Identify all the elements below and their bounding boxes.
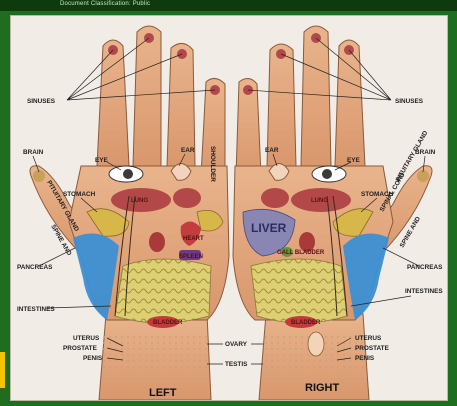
label-gall-bladder: GALL BLADDER — [277, 250, 325, 256]
label-brain-right: BRAIN — [415, 149, 436, 156]
label-lung-right: LUNG — [311, 198, 328, 204]
yellow-edge-marker — [0, 352, 5, 388]
label-ear-right: EAR — [265, 147, 279, 154]
label-stomach-left: STOMACH — [63, 191, 96, 198]
label-prostate-left: PROSTATE — [63, 345, 98, 352]
label-heart: HEART — [183, 236, 204, 242]
label-eye-right: EYE — [347, 157, 361, 164]
leader-lines — [32, 37, 426, 365]
label-penis-left: PENIS — [83, 355, 103, 362]
label-stomach-right: STOMACH — [361, 191, 394, 198]
label-bladder-right: BLADDER — [291, 320, 321, 326]
top-strip — [0, 0, 457, 11]
label-intestines-left: INTESTINES — [17, 306, 55, 313]
label-penis-right: PENIS — [355, 355, 375, 362]
label-sinuses-right: SINUSES — [395, 98, 424, 105]
label-left-hand: LEFT — [149, 387, 177, 399]
left-hand — [29, 25, 230, 400]
label-prostate-right: PROSTATE — [355, 345, 390, 352]
reflexology-poster: SINUSES SINUSES BRAIN BRAIN EYE EAR EAR … — [10, 15, 448, 401]
label-pancreas-right: PANCREAS — [407, 264, 443, 271]
label-lung-left: LUNG — [131, 198, 148, 204]
label-spleen: SPLEEN — [179, 254, 203, 260]
label-eye-left: EYE — [95, 157, 109, 164]
document-classification-label: Document Classification: Public — [60, 1, 151, 7]
label-pancreas-left: PANCREAS — [17, 264, 53, 271]
label-testis: TESTIS — [225, 361, 248, 368]
hand-reflexology-chart: SINUSES SINUSES BRAIN BRAIN EYE EAR EAR … — [17, 25, 443, 400]
label-liver: LIVER — [251, 221, 287, 235]
label-bladder-left: BLADDER — [153, 320, 183, 326]
label-uterus-right: UTERUS — [355, 335, 382, 342]
label-right-hand: RIGHT — [305, 382, 340, 394]
label-intestines-right: INTESTINES — [405, 288, 443, 295]
label-shoulder: SHOULDER — [209, 146, 216, 182]
label-sinuses-left: SINUSES — [27, 98, 56, 105]
label-ovary: OVARY — [225, 341, 248, 348]
label-uterus-left: UTERUS — [73, 335, 100, 342]
right-hand — [232, 25, 433, 400]
label-brain-left: BRAIN — [23, 149, 44, 156]
label-ear-left: EAR — [181, 147, 195, 154]
